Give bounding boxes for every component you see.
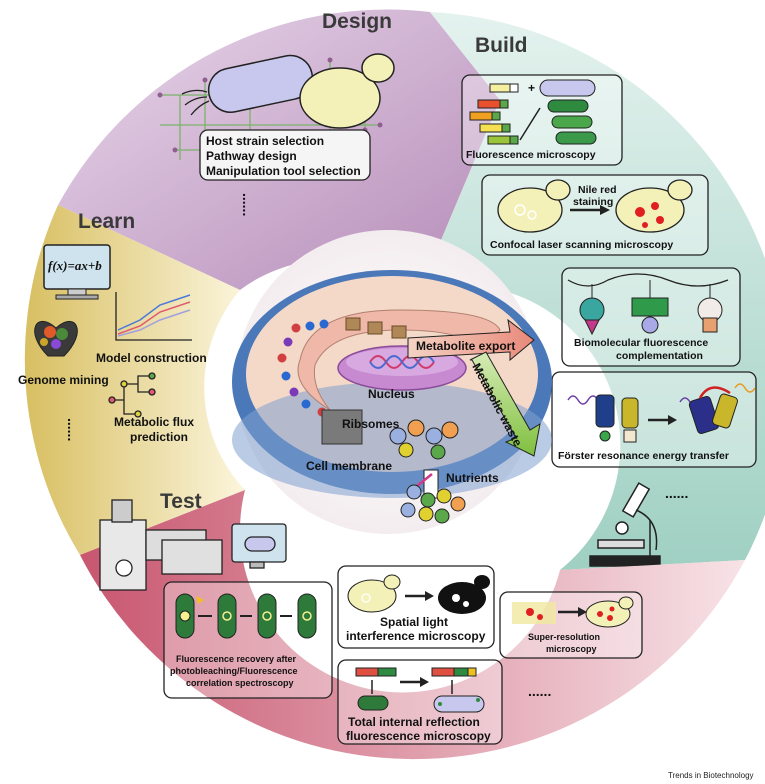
frap-cells-icon xyxy=(175,593,317,639)
nutrient-transporter-icons xyxy=(400,469,466,524)
confocal-yeast-icons xyxy=(497,179,693,233)
metabolite-boxes xyxy=(345,317,407,339)
tirf-icons xyxy=(355,667,485,713)
formula-text: f(x)=ax+b xyxy=(48,258,102,273)
build-segment: Build + Fluorescence microscopy xyxy=(420,12,765,570)
build-more: ...... xyxy=(665,485,688,501)
fluorescence-label: Fluorescence microscopy xyxy=(466,149,596,161)
gene-fusion-icons: + xyxy=(469,79,597,145)
yeast-icon xyxy=(299,53,395,129)
nutrients-label: Nutrients xyxy=(446,471,499,485)
super-resolution-icon xyxy=(512,596,634,628)
metabolite-export-arrow: Metabolite export xyxy=(407,318,535,362)
journal-credit: Trends in Biotechnology xyxy=(668,771,754,780)
design-item-host: Host strain selection xyxy=(206,134,324,148)
frap-line3: correlation spectroscopy xyxy=(186,678,294,688)
flux-line1: Metabolic flux xyxy=(114,415,194,429)
design-title: Design xyxy=(322,10,392,33)
nile-red-line1: Nile red xyxy=(578,184,617,196)
test-title: Test xyxy=(160,490,202,513)
design-more: ...... xyxy=(240,193,256,216)
fret-label: Förster resonance energy transfer xyxy=(558,450,729,462)
frap-panel xyxy=(163,581,333,699)
design-item-pathway: Pathway design xyxy=(206,149,297,163)
ribosome-icons xyxy=(389,419,459,460)
flux-tree-icon xyxy=(108,372,156,418)
bacterium-icon xyxy=(181,54,314,116)
center-cell: Nucleus Ribsomes Cell membrane Metabolit… xyxy=(232,230,552,534)
build-title: Build xyxy=(475,34,528,57)
bifc-line1: Biomolecular fluorescence xyxy=(574,337,708,349)
genome-mining-label: Genome mining xyxy=(18,373,109,387)
nile-red-line2: staining xyxy=(573,196,613,208)
genome-heart-icon xyxy=(34,321,78,357)
metabolite-export-label: Metabolite export xyxy=(416,339,515,353)
slim-cells-icon xyxy=(347,574,490,614)
model-chart-icon xyxy=(115,292,192,341)
sr-line2: microscopy xyxy=(546,644,597,654)
design-item-tool: Manipulation tool selection xyxy=(206,164,361,178)
tirf-panel xyxy=(337,659,503,745)
confocal-label: Confocal laser scanning microscopy xyxy=(490,239,673,251)
test-segment: Test Fluorescence recovery after xyxy=(80,490,745,760)
bifc-line2: complementation xyxy=(616,350,703,362)
model-construction-label: Model construction xyxy=(96,351,207,365)
fret-icons xyxy=(567,383,756,443)
test-more: ...... xyxy=(528,683,551,699)
frap-line1: Fluorescence recovery after xyxy=(176,654,297,664)
tirf-line1: Total internal reflection xyxy=(348,715,480,729)
cell-membrane-label: Cell membrane xyxy=(306,459,392,473)
flux-line2: prediction xyxy=(130,430,188,444)
design-segment: Design Host strain selection Pathway des… xyxy=(58,9,500,290)
svg-text:+: + xyxy=(528,81,535,95)
learn-title: Learn xyxy=(78,210,135,233)
monitor-icon xyxy=(43,244,111,300)
learn-more: ...... xyxy=(65,418,81,441)
learn-segment: Learn f(x)=ax+b Model construction Genom… xyxy=(18,205,246,555)
test-microscope-icon xyxy=(99,499,287,591)
ribosome-organelle xyxy=(321,409,363,445)
slim-line2: interference microscopy xyxy=(346,629,486,643)
tirf-line2: fluorescence microscopy xyxy=(346,729,491,743)
frap-line2: photobleaching/Fluorescence xyxy=(170,666,298,676)
microscope-icon xyxy=(589,482,661,567)
sr-line1: Super-resolution xyxy=(528,632,600,642)
slim-line1: Spatial light xyxy=(380,615,448,629)
design-items-box xyxy=(199,129,371,181)
nucleus-label: Nucleus xyxy=(368,387,415,401)
ribosomes-label: Ribsomes xyxy=(342,417,400,431)
bifc-icons xyxy=(567,273,729,336)
